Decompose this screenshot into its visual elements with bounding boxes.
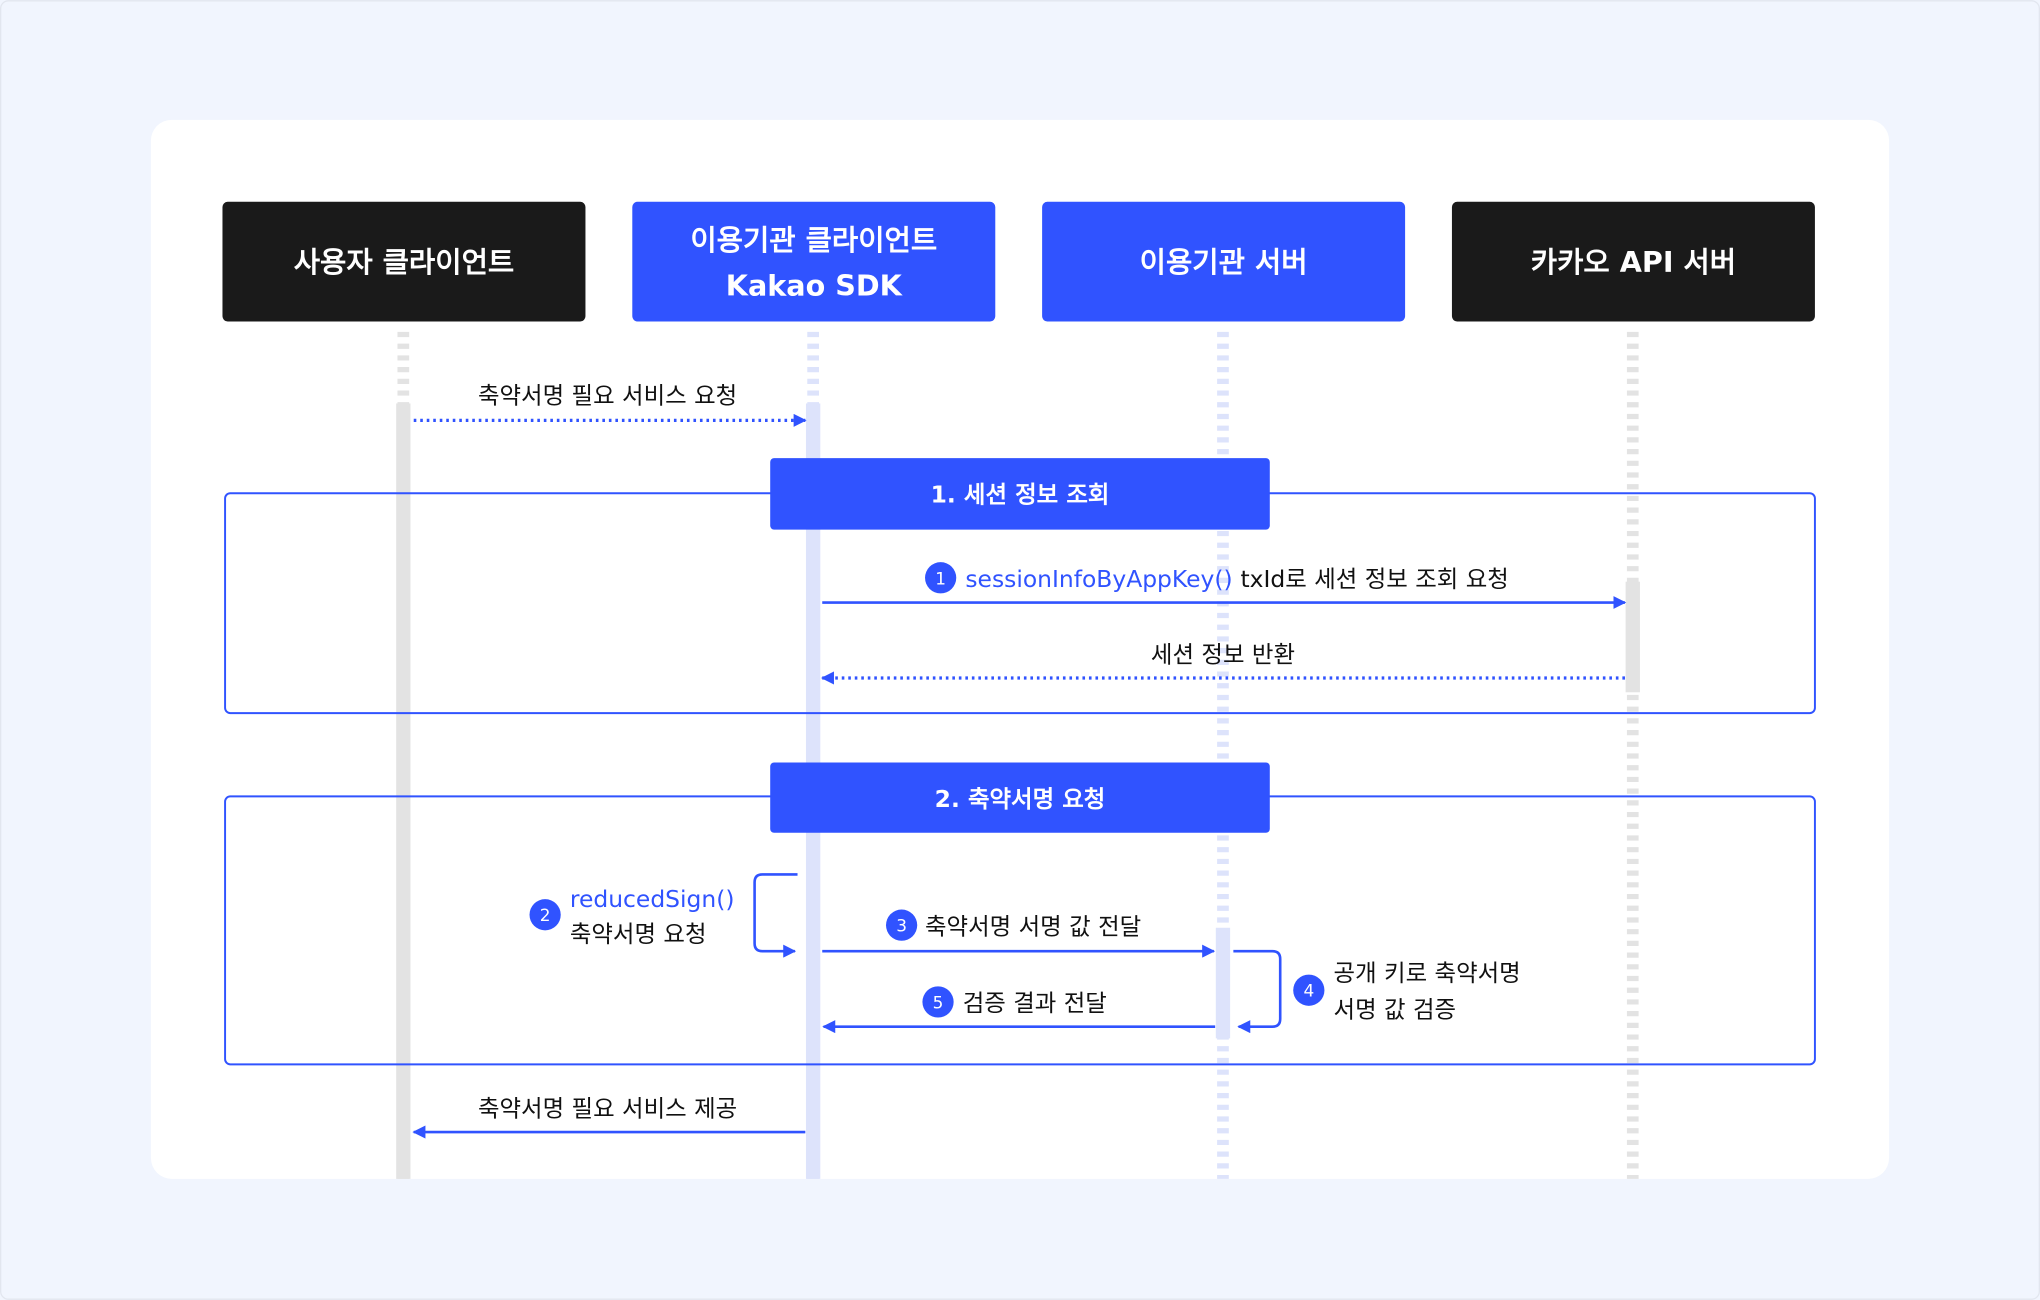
method-name: reducedSign() — [570, 885, 735, 913]
diagram-card — [150, 119, 1890, 1179]
method-name: sessionInfoByAppKey() — [965, 565, 1232, 593]
group-tab-reduced-sign — [770, 762, 1270, 833]
step-1-label: sessionInfoByAppKey() txId로 세션 정보 조회 요청 — [965, 565, 1508, 593]
group-tab-session — [770, 458, 1270, 530]
participant-label: 사용자 클라이언트 — [294, 245, 515, 279]
step-text: 축약서명 요청 — [570, 920, 707, 948]
step-badge-4 — [1293, 974, 1325, 1006]
participant-label: 카카오 API 서버 — [1531, 245, 1736, 279]
group-title: 2. 축약서명 요청 — [935, 785, 1106, 813]
participant-sdk: 이용기관 클라이언트 Kakao SDK — [632, 201, 996, 322]
participant-label: Kakao SDK — [726, 268, 904, 302]
step-badge-2 — [529, 899, 561, 931]
step-badge-3 — [885, 909, 918, 941]
message-request-service: 축약서명 필요 서비스 요청 — [478, 381, 737, 409]
activation-server — [1215, 927, 1231, 1039]
step-number: 1 — [935, 568, 946, 588]
message-provide-service: 축약서명 필요 서비스 제공 — [478, 1094, 737, 1122]
step-badge-5 — [922, 986, 954, 1018]
self-call-verify — [1233, 949, 1282, 1034]
participant-service-server: 이용기관 서버 — [1042, 201, 1406, 322]
participant-kakao-api: 카카오 API 서버 — [1451, 201, 1815, 322]
activation-user — [396, 403, 411, 1179]
step-text: txId로 세션 정보 조회 요청 — [1240, 565, 1508, 593]
message-session-return: 세션 정보 반환 — [1151, 640, 1295, 668]
step-text: 축약서명 서명 값 전달 — [925, 912, 1141, 940]
step-number: 2 — [540, 905, 551, 925]
step-text: 공개 키로 축약서명 — [1334, 959, 1521, 987]
step-number: 4 — [1303, 981, 1314, 1001]
step-number: 3 — [896, 916, 907, 936]
group-title: 1. 세션 정보 조회 — [931, 480, 1110, 508]
self-call-reduced-sign — [753, 873, 798, 958]
participant-label: 이용기관 서버 — [1140, 245, 1308, 279]
step-number: 5 — [933, 992, 944, 1012]
step-text: 검증 결과 전달 — [963, 989, 1107, 1017]
participant-label: 이용기관 클라이언트 — [690, 223, 937, 257]
participant-user-client: 사용자 클라이언트 — [222, 201, 586, 322]
step-badge-1 — [925, 562, 957, 594]
activation-kakao — [1625, 581, 1640, 693]
step-text: 서명 값 검증 — [1334, 996, 1457, 1024]
